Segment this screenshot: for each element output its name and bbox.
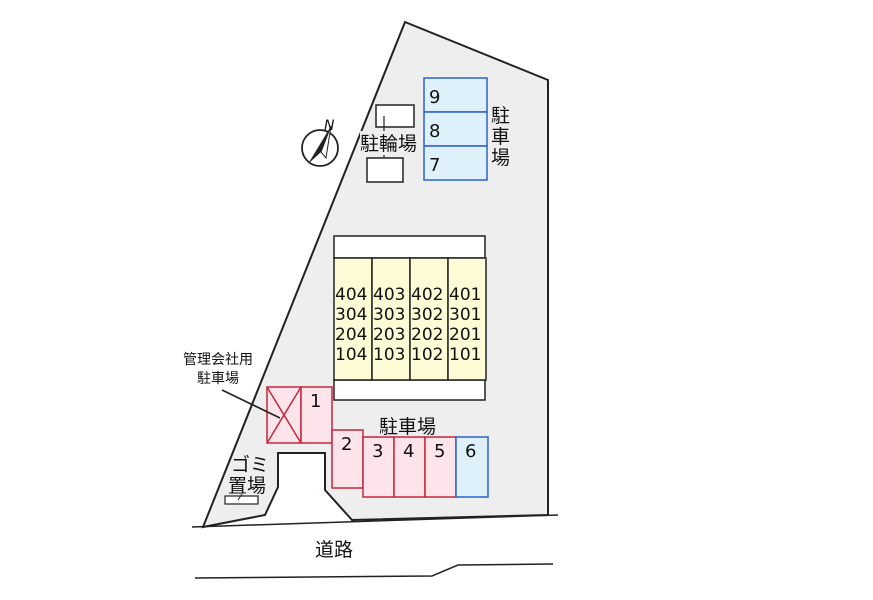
garbage-area: ゴミ 置場 — [224, 454, 269, 505]
unit-204: 204 — [335, 325, 367, 345]
north-arrow-icon: N — [301, 118, 339, 167]
north-parking-label: 駐 車 場 — [491, 105, 510, 169]
parking-space-number: 8 — [429, 121, 440, 142]
svg-text:場: 場 — [491, 147, 510, 169]
road-label: 道路 — [315, 539, 353, 561]
parking-space-6: 6 — [455, 436, 489, 498]
unit-102: 102 — [411, 345, 443, 365]
bicycle-parking-label: 駐輪場 — [360, 133, 417, 155]
parking-space-number: 7 — [429, 155, 440, 176]
parking-space-4: 4 — [393, 436, 426, 498]
parking-space-number: 5 — [434, 441, 445, 462]
garbage-label-line1: ゴミ — [231, 454, 269, 476]
parking-space-1: 1 — [300, 386, 333, 444]
road-edge-north — [191, 514, 559, 528]
management-parking-label-line2: 駐車場 — [197, 370, 239, 387]
road-edge-south — [194, 563, 554, 579]
garbage-label-line2: 置場 — [228, 475, 266, 497]
unit-103: 103 — [373, 345, 405, 365]
unit-302: 302 — [411, 305, 443, 325]
unit-401: 401 — [449, 285, 481, 305]
unit-403: 403 — [373, 285, 405, 305]
unit-404: 404 — [335, 285, 367, 305]
north-parking-area: 9 8 7 — [423, 77, 488, 181]
parking-space-8: 8 — [423, 111, 488, 147]
compass-label: N — [324, 118, 335, 134]
parking-space-number: 9 — [429, 87, 440, 108]
svg-text:駐: 駐 — [491, 105, 510, 127]
unit-304: 304 — [335, 305, 367, 325]
unit-101: 101 — [449, 345, 481, 365]
parking-space-2: 2 — [331, 429, 364, 489]
management-parking-label-line1: 管理会社用 — [183, 352, 253, 368]
parking-space-number: 3 — [372, 441, 383, 462]
parking-space-7: 7 — [423, 145, 488, 181]
parking-space-9: 9 — [423, 77, 488, 113]
unit-201: 201 — [449, 325, 481, 345]
unit-301: 301 — [449, 305, 481, 325]
parking-space-3: 3 — [362, 436, 395, 498]
parking-space-number: 6 — [465, 441, 476, 462]
management-parking-leader — [221, 389, 281, 419]
unit-202: 202 — [411, 325, 443, 345]
parking-space-5: 5 — [424, 436, 457, 498]
bicycle-parking: 駐輪場 — [360, 104, 426, 183]
parking-space-number: 4 — [403, 441, 414, 462]
unit-402: 402 — [411, 285, 443, 305]
unit-303: 303 — [373, 305, 405, 325]
svg-text:車: 車 — [491, 126, 510, 148]
unit-203: 203 — [373, 325, 405, 345]
unit-104: 104 — [335, 345, 367, 365]
parking-space-number: 1 — [310, 391, 321, 412]
south-parking-label: 駐車場 — [379, 416, 436, 438]
parking-space-number: 2 — [341, 434, 352, 455]
apartment-building: 4043042041044033032031034023022021024013… — [333, 235, 487, 401]
